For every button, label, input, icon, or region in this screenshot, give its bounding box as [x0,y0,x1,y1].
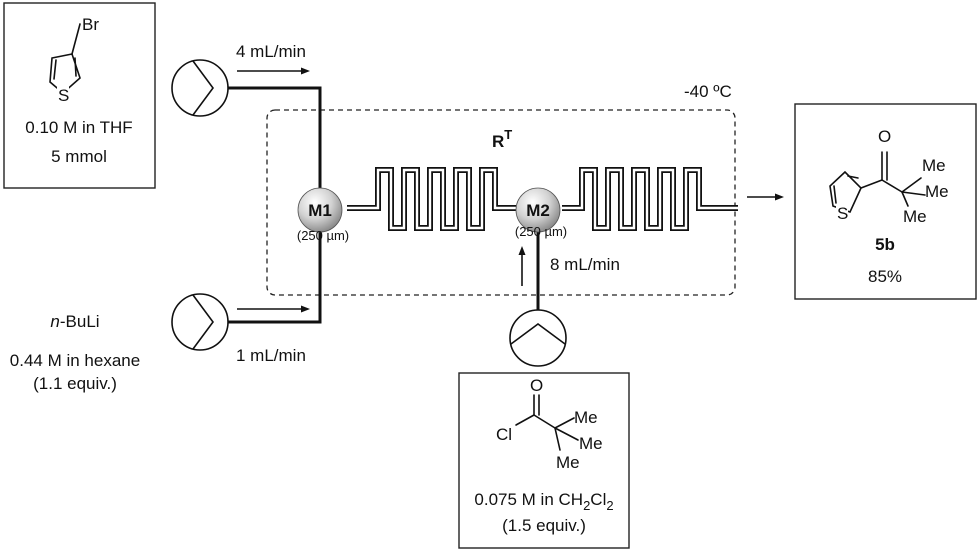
reagent-box: O Cl Me Me Me 0.075 M in CH2Cl2 (1.5 equ… [458,372,630,549]
flow-arrow-top [237,67,310,75]
flow-arrow-side [518,246,526,286]
svg-text:Me: Me [574,408,598,427]
pump-bottom [171,293,229,351]
svg-text:Br: Br [82,15,99,34]
svg-text:Me: Me [903,207,927,226]
flow-rate-bottom: 1 mL/min [236,346,306,365]
flow-rate-top: 4 mL/min [236,42,306,61]
svg-text:S: S [837,204,848,223]
svg-text:M1: M1 [308,201,332,220]
mixer-m1-size: (250 µm) [297,228,349,243]
svg-text:Cl: Cl [496,425,512,444]
flow-arrow-bottom [237,305,310,313]
svg-text:O: O [530,376,543,395]
substrate-amount: 5 mmol [51,147,107,166]
reagent-concentration: 0.075 M in CH2Cl2 [474,490,613,513]
svg-text:M2: M2 [526,201,550,220]
base-reagent: n-BuLi 0.44 M in hexane (1.1 equiv.) [10,312,140,393]
reagent-equiv: (1.5 equiv.) [502,516,586,535]
mixer-m2-size: (250 µm) [515,224,567,239]
substrate-box: Br S 0.10 M in THF 5 mmol [3,2,156,189]
substrate-concentration: 0.10 M in THF [25,118,132,137]
mixer-m2: M2 (250 µm) [515,187,567,239]
substrate-structure: Br S [49,15,99,105]
flow-rate-side: 8 mL/min [550,255,620,274]
product-structure: O S Me Me Me [829,127,949,226]
product-box: O S Me Me Me 5b 85% [794,103,977,300]
svg-text:S: S [58,86,69,105]
svg-text:(1.1 equiv.): (1.1 equiv.) [33,374,117,393]
pump-top [171,59,229,117]
feed-line-bottom [228,230,322,324]
pump-side [509,309,567,367]
svg-text:Me: Me [925,182,949,201]
reactor-coil-2 [562,167,738,231]
svg-text:Me: Me [579,434,603,453]
mixer-m1: M1 (250 µm) [297,187,349,243]
temperature-label: -40 ºC [684,82,732,101]
feed-line-top [228,86,322,190]
svg-text:Me: Me [922,156,946,175]
product-yield: 85% [868,267,902,286]
output-arrow [747,193,784,201]
product-label: 5b [875,235,895,254]
reagent-structure: O Cl Me Me Me [496,376,603,472]
reactor-label: RT [492,127,512,151]
svg-text:Me: Me [556,453,580,472]
svg-text:0.44 M in hexane: 0.44 M in hexane [10,351,140,370]
reactor-coil-1 [347,167,516,231]
svg-text:n-BuLi: n-BuLi [50,312,99,331]
cooling-bath-region [266,109,736,296]
svg-text:O: O [878,127,891,146]
